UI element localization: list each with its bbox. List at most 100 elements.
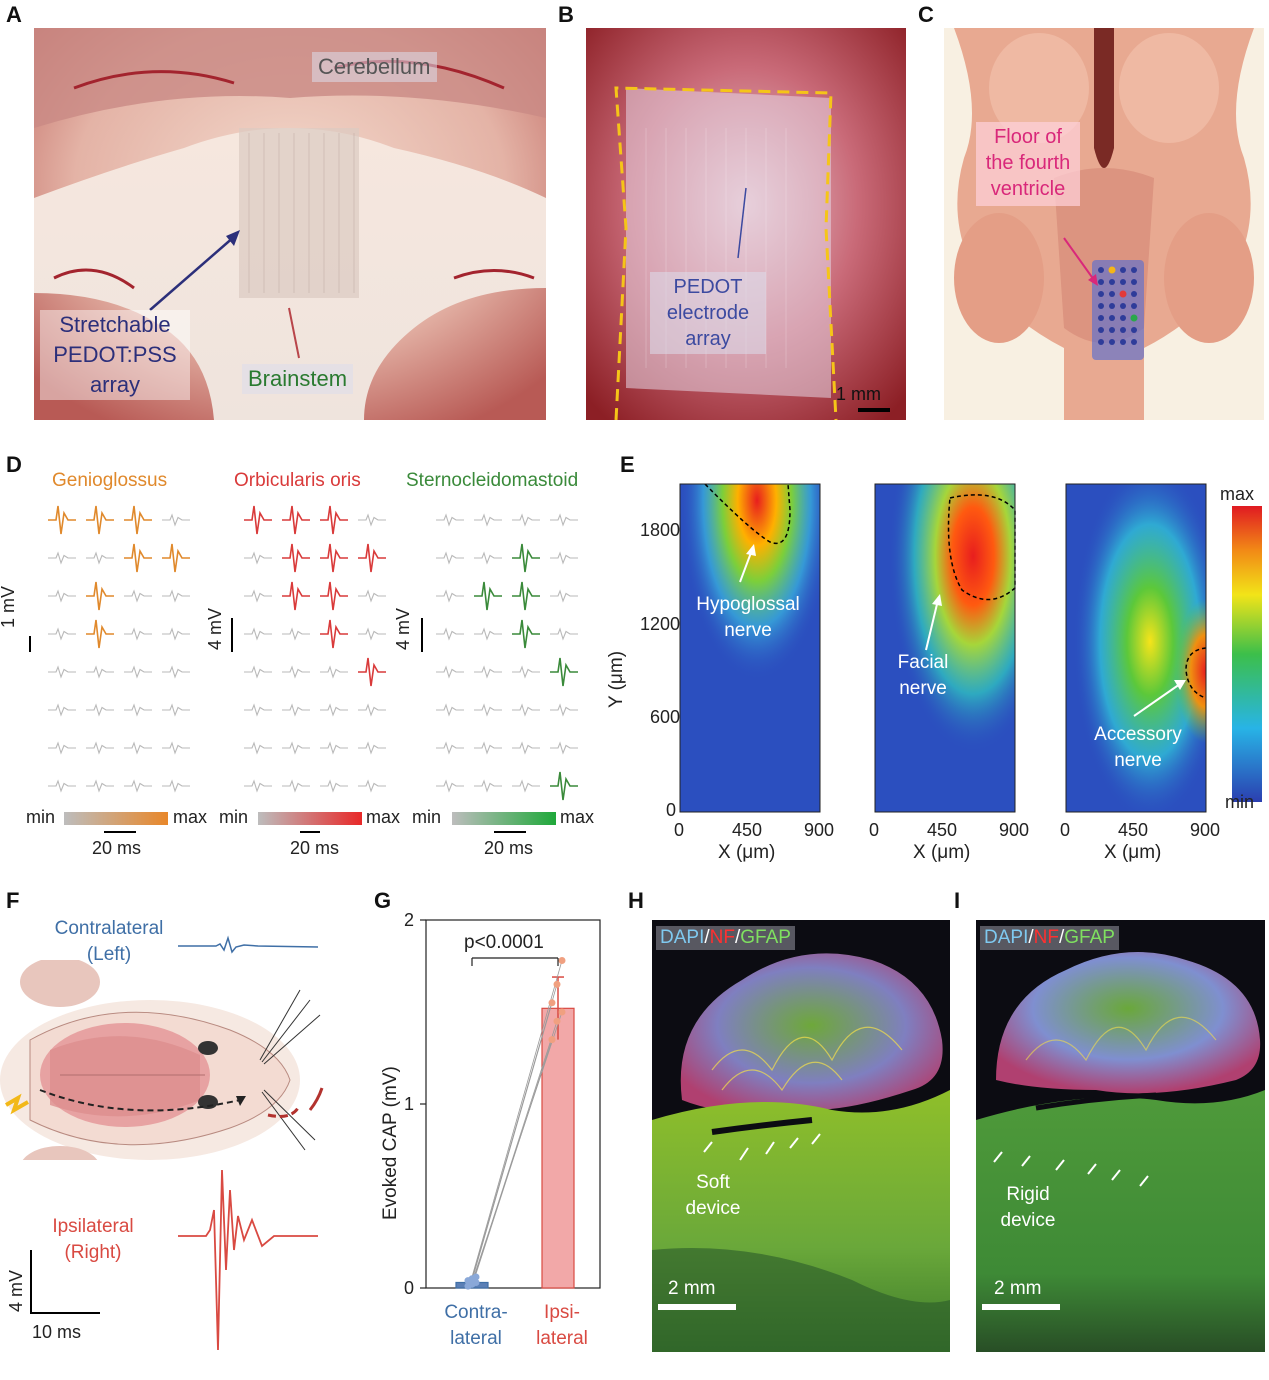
emg-trace	[86, 581, 114, 611]
stain-gfap: GFAP	[1064, 927, 1115, 948]
histology-rigid-drawing	[976, 952, 1265, 1352]
category-label-line: Contra-	[444, 1302, 508, 1323]
emg-trace	[550, 627, 578, 641]
x-tick-0-map2: 0	[869, 820, 880, 840]
emg-trace	[474, 779, 502, 793]
y-tick-label: 0	[404, 1278, 414, 1298]
category-label-line: Ipsi-	[544, 1302, 580, 1323]
emg-trace	[48, 589, 76, 603]
emg-trace	[358, 543, 386, 573]
data-point	[558, 1008, 566, 1016]
colorbar-min-label-orbicularis: min	[219, 807, 249, 827]
heatmap-y-axis-label: Y (μm)	[606, 650, 627, 708]
emg-trace	[320, 543, 348, 573]
emg-trace	[86, 619, 114, 649]
data-point	[553, 980, 561, 988]
emg-trace	[48, 627, 76, 641]
histology-image-soft-device: DAPI/NF/GFAP Soft device 2 mm	[652, 920, 950, 1352]
emg-trace	[282, 543, 310, 573]
panel-label-a: A	[6, 2, 22, 27]
category-label-ipsilateral: Ipsi- lateral	[522, 1300, 602, 1352]
time-scale-bar-orbicularis	[300, 831, 320, 833]
emg-trace	[282, 703, 310, 717]
floor-label: Floor of the fourth ventricle	[978, 124, 1078, 202]
stain-nf: NF	[709, 927, 735, 948]
category-label-contralateral: Contra- lateral	[436, 1300, 516, 1352]
colorbar-max-label-genioglossus: max	[173, 807, 208, 827]
emg-trace	[162, 703, 190, 717]
colorbar-sternocleidomastoid	[452, 812, 556, 825]
muscle-title-genioglossus: Genioglossus	[52, 470, 168, 491]
activation-heatmaps	[679, 483, 1262, 813]
emg-trace	[124, 627, 152, 641]
emg-trace	[358, 589, 386, 603]
emg-trace	[512, 543, 540, 573]
colorbar-min-label-genioglossus: min	[26, 807, 56, 827]
emg-trace	[320, 741, 348, 755]
colorbar-min-label-sternocleidomastoid: min	[412, 807, 442, 827]
anatomy-illustration-c: Floor of the fourth ventricle	[944, 28, 1264, 420]
emg-trace	[86, 779, 114, 793]
evoked-cap-bar-chart: 012	[404, 910, 601, 1298]
pedot-label-line: electrode	[666, 302, 750, 324]
voltage-scale-label-sternocleidomastoid: 4 mV	[393, 607, 413, 650]
data-point	[553, 1017, 561, 1025]
annotation-line: Facial	[897, 652, 949, 673]
emg-trace	[550, 703, 578, 717]
stain-legend-i: DAPI/NF/GFAP	[980, 926, 1119, 950]
brainstem-label: Brainstem	[242, 364, 354, 394]
emg-trace	[550, 589, 578, 603]
emg-trace	[162, 589, 190, 603]
emg-trace	[320, 581, 348, 611]
scale-bar-i	[982, 1304, 1060, 1310]
histology-soft-drawing	[652, 953, 950, 1352]
contralateral-label-line: (Left)	[86, 944, 132, 965]
trace-voltage-scale-label: 4 mV	[6, 1269, 26, 1312]
array-label-line: PEDOT:PSS	[53, 342, 177, 367]
x-tick-900-map3: 900	[1190, 820, 1221, 840]
paired-line	[471, 984, 558, 1279]
emg-trace	[474, 665, 502, 679]
contralateral-label-line: Contralateral	[54, 918, 164, 939]
scale-label-b: 1 mm	[836, 384, 881, 404]
emg-trace	[358, 703, 386, 717]
array-label-line: Stretchable	[59, 312, 171, 337]
y-tick-0: 0	[666, 800, 677, 820]
emg-trace	[474, 551, 502, 565]
emg-trace	[436, 779, 464, 793]
emg-trace	[244, 779, 272, 793]
voltage-scale-label-orbicularis: 4 mV	[205, 607, 225, 650]
panel-label-g: G	[374, 888, 392, 913]
floor-label-line: Floor of	[994, 126, 1062, 148]
electrode-photo-b-drawing	[586, 28, 906, 420]
y-tick-600: 600	[650, 707, 681, 727]
emg-trace	[124, 779, 152, 793]
time-scale-label-genioglossus: 20 ms	[92, 838, 142, 858]
emg-trace	[124, 543, 152, 573]
emg-trace	[282, 779, 310, 793]
device-label-line: device	[1000, 1210, 1056, 1231]
emg-trace	[358, 513, 386, 527]
x-tick-0-map3: 0	[1060, 820, 1071, 840]
emg-trace	[512, 513, 540, 527]
emg-trace	[124, 589, 152, 603]
emg-trace	[244, 703, 272, 717]
emg-trace	[244, 627, 272, 641]
colorbar-orbicularis	[258, 812, 362, 825]
emg-trace	[436, 665, 464, 679]
panel-label-i: I	[954, 888, 961, 913]
x-tick-450-map3: 450	[1118, 820, 1149, 840]
rigid-device-arrows	[993, 1151, 1149, 1187]
emg-trace	[86, 741, 114, 755]
floor-label-bg	[976, 122, 1080, 206]
y-tick-1200: 1200	[640, 614, 681, 634]
mouse-head-illustration	[0, 960, 324, 1160]
bar-chart-y-axis-label: Evoked CAP (mV)	[380, 1066, 401, 1220]
heatmap-x-axis-label-map3: X (μm)	[1104, 842, 1162, 863]
colorbar-genioglossus	[64, 812, 168, 825]
emg-trace	[512, 581, 540, 611]
emg-trace	[512, 779, 540, 793]
emg-trace	[282, 665, 310, 679]
emg-trace	[358, 779, 386, 793]
device-label-line: Soft	[696, 1172, 730, 1193]
